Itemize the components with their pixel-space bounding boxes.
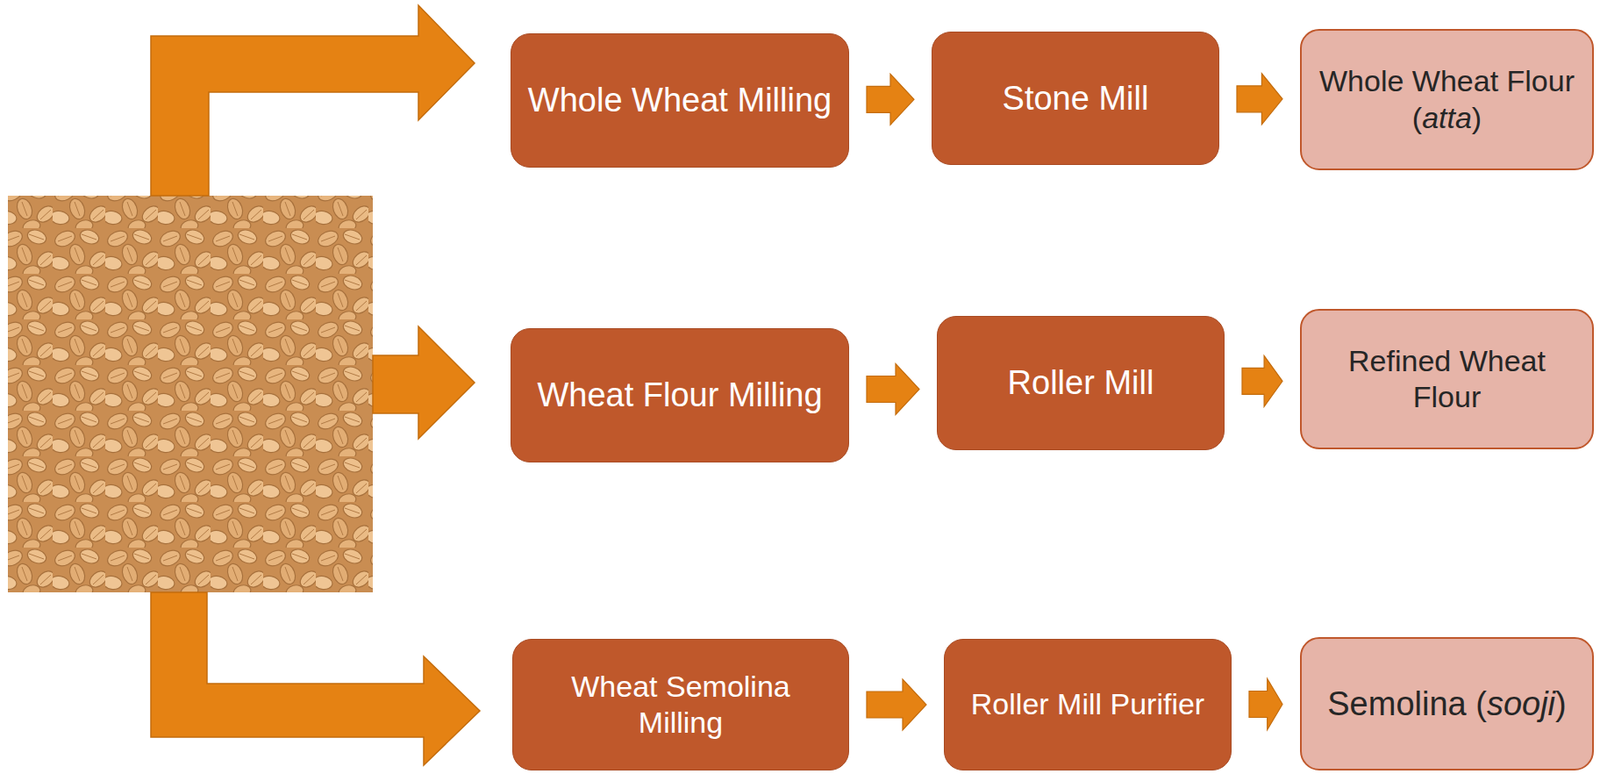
box-label: Wheat Semolina Milling [513,668,849,742]
product-box: Whole Wheat Flour (atta) [1300,28,1594,171]
block-arrow [866,678,927,730]
block-arrow [1242,355,1283,407]
box-label: Roller Mill Purifier [958,685,1217,722]
box-label: Whole Wheat Flour (atta) [1301,63,1593,136]
process-box: Roller Mill Purifier [943,638,1232,771]
box-label: Refined Wheat Flour [1301,342,1593,416]
wheat-photo [7,195,373,593]
product-box: Refined Wheat Flour [1300,308,1594,450]
box-label: Semolina (sooji) [1314,683,1579,724]
block-arrow [866,364,920,415]
process-box: Stone Mill [931,31,1220,165]
flow-arrow [150,592,480,765]
box-label: Wheat Flour Milling [524,374,835,415]
block-arrow [1249,678,1283,730]
product-box: Semolina (sooji) [1300,636,1594,771]
process-box: Roller Mill [936,315,1225,450]
process-box: Whole Wheat Milling [510,33,850,168]
block-arrow [866,73,915,125]
process-box: Wheat Flour Milling [510,328,850,463]
box-label: Roller Mill [995,362,1167,403]
flow-arrow [150,5,475,196]
box-label: Whole Wheat Milling [515,79,844,121]
process-box: Wheat Semolina Milling [512,638,850,771]
block-arrow [1236,73,1283,125]
box-label: Stone Mill [990,78,1162,119]
flow-arrow [372,326,475,439]
